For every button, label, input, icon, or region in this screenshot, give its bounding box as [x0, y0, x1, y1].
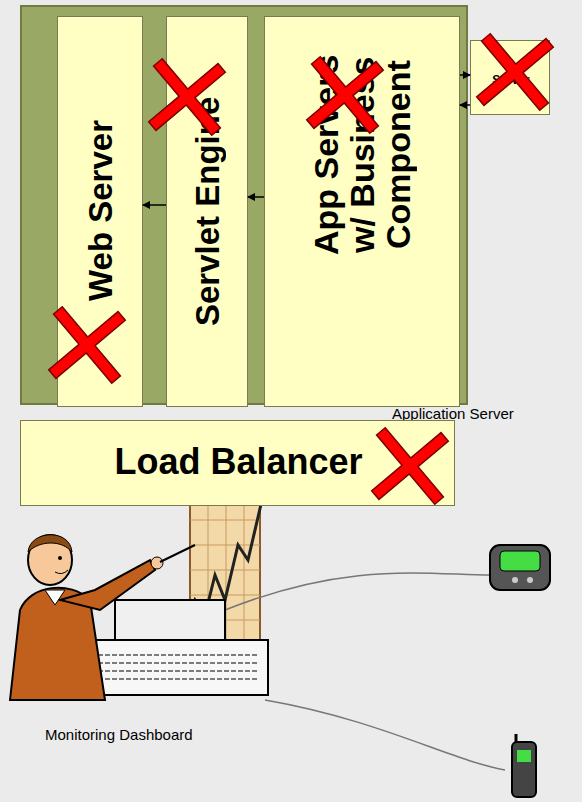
red-x [48, 306, 126, 384]
flow-arrow [460, 74, 470, 76]
phone-lead [265, 700, 505, 770]
caption-label: Monitoring Dashboard [45, 726, 193, 743]
red-x [306, 56, 384, 134]
keyboard [88, 640, 268, 695]
flow-arrow [143, 204, 166, 206]
web-server-box: Web Server [57, 16, 143, 407]
red-x [371, 427, 449, 505]
pager-icon [490, 545, 550, 590]
flow-arrow [248, 196, 264, 198]
node-label: Web Server [58, 21, 144, 401]
red-x [148, 58, 226, 136]
flow-arrow [460, 104, 470, 106]
phone-icon [512, 734, 536, 797]
pager-lead [225, 573, 490, 610]
monitor [115, 600, 225, 640]
red-x [476, 33, 554, 111]
presenter-figure [10, 535, 195, 700]
